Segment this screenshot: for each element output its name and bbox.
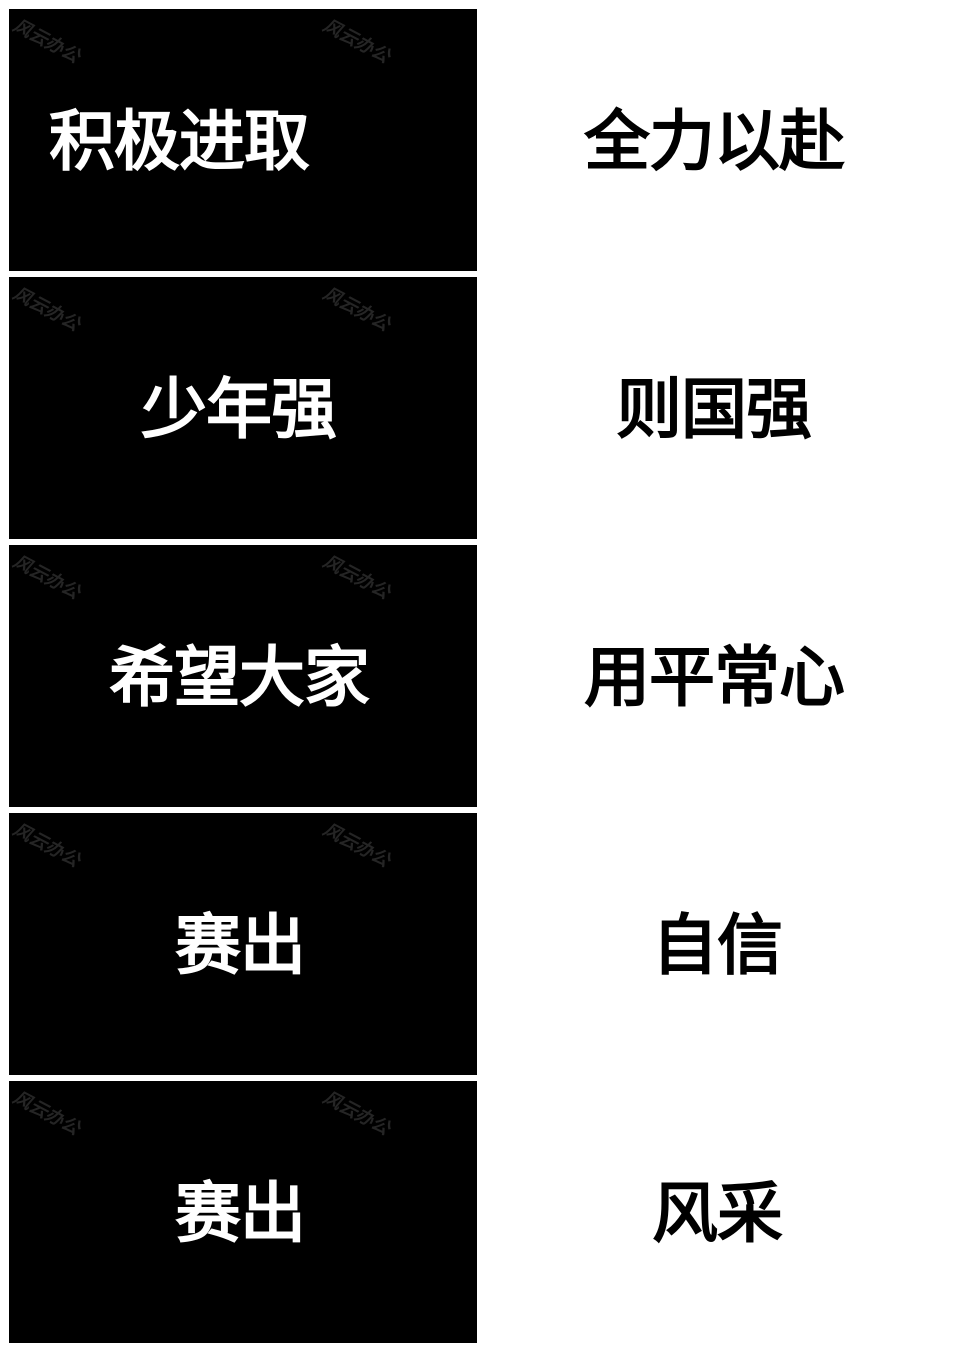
- left-phrase: 积极进取: [49, 103, 310, 180]
- watermark-right: 风云办公: [319, 551, 394, 604]
- watermark-left: 风云办公: [9, 1087, 84, 1140]
- black-card: 风云办公 风云办公 赛出: [9, 813, 477, 1075]
- left-phrase: 赛出: [175, 1175, 306, 1252]
- watermark-left: 风云办公: [9, 283, 84, 336]
- slide-row-4: 风云办公 风云办公 赛出 自信: [0, 813, 960, 1075]
- slide-row-3: 风云办公 风云办公 希望大家 用平常心: [0, 545, 960, 807]
- right-phrase: 用平常心: [584, 639, 845, 716]
- watermark-left: 风云办公: [9, 819, 84, 872]
- black-card: 风云办公 风云办公 少年强: [9, 277, 477, 539]
- right-phrase: 全力以赴: [584, 103, 845, 180]
- watermark-right: 风云办公: [319, 1087, 394, 1140]
- black-card: 风云办公 风云办公 积极进取: [9, 9, 477, 271]
- slide-row-1: 风云办公 风云办公 积极进取 全力以赴: [0, 9, 960, 271]
- watermark-left: 风云办公: [9, 15, 84, 68]
- right-phrase: 则国强: [616, 371, 812, 448]
- left-phrase: 少年强: [141, 371, 337, 448]
- watermark-right: 风云办公: [319, 819, 394, 872]
- watermark-right: 风云办公: [319, 15, 394, 68]
- slide-row-5: 风云办公 风云办公 赛出 风采: [0, 1081, 960, 1343]
- black-card: 风云办公 风云办公 希望大家: [9, 545, 477, 807]
- watermark-right: 风云办公: [319, 283, 394, 336]
- left-phrase: 希望大家: [109, 639, 370, 716]
- watermark-left: 风云办公: [9, 551, 84, 604]
- black-card: 风云办公 风云办公 赛出: [9, 1081, 477, 1343]
- slide-row-2: 风云办公 风云办公 少年强 则国强: [0, 277, 960, 539]
- right-phrase: 自信: [652, 907, 783, 984]
- left-phrase: 赛出: [175, 907, 306, 984]
- right-phrase: 风采: [652, 1175, 783, 1252]
